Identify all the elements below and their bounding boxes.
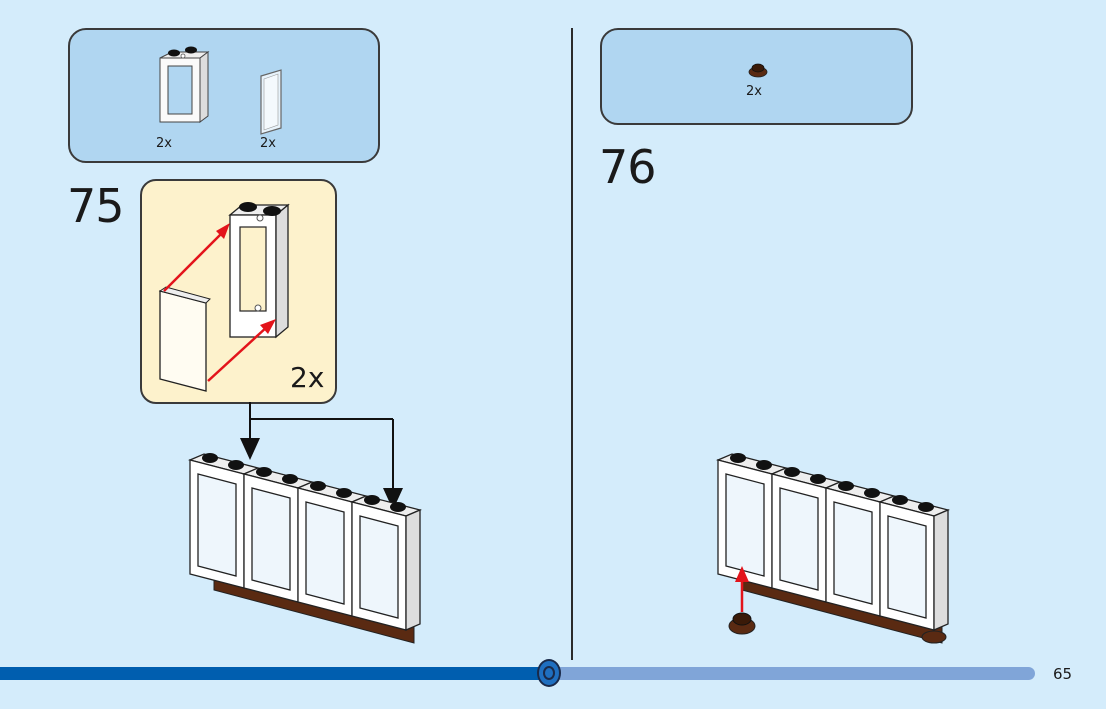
part-quantity: 2x bbox=[156, 136, 172, 151]
window-glass-part-icon bbox=[260, 69, 282, 135]
progress-bar-completed bbox=[0, 667, 549, 680]
down-arrow-icon bbox=[240, 438, 260, 460]
down-arrow-icon bbox=[383, 488, 403, 510]
step-number: 75 bbox=[67, 179, 125, 233]
window-glass-icon bbox=[158, 286, 211, 392]
parts-list-box-step-75: 2x 2x bbox=[68, 28, 380, 163]
part-quantity: 2x bbox=[746, 84, 762, 99]
red-arrow-icon bbox=[735, 566, 749, 612]
parts-list-box-step-76: 2x bbox=[600, 28, 913, 125]
round-plate-icon bbox=[728, 612, 756, 635]
progress-bar-remaining bbox=[549, 667, 1035, 680]
page-number: 65 bbox=[1053, 665, 1073, 683]
part-quantity: 2x bbox=[260, 136, 276, 151]
window-wall-model-step-76 bbox=[715, 453, 951, 644]
connector-arrows bbox=[240, 402, 403, 510]
round-plate-icon bbox=[921, 630, 947, 644]
red-arrow-icon bbox=[163, 223, 276, 382]
window-frame-icon bbox=[228, 202, 290, 339]
step-divider bbox=[571, 28, 573, 660]
window-wall-model-step-75 bbox=[187, 453, 423, 644]
progress-marker-icon bbox=[537, 659, 561, 687]
sub-assembly-illustration bbox=[158, 202, 290, 392]
window-frame-part-icon bbox=[159, 46, 210, 123]
sub-assembly-multiplier: 2x bbox=[290, 361, 325, 394]
round-plate-part-icon bbox=[748, 63, 768, 78]
step-number: 76 bbox=[599, 140, 657, 194]
sub-assembly-box: 2x bbox=[140, 179, 337, 404]
